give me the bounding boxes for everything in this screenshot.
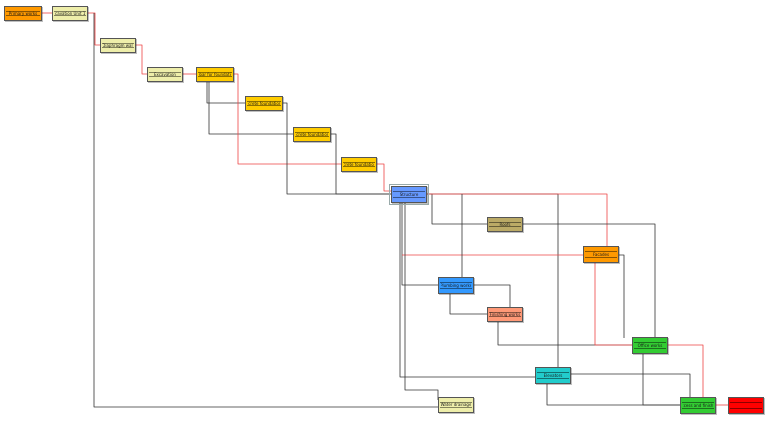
dependency-link[interactable] xyxy=(234,73,341,165)
task-node-finishing-works[interactable]: Finishing works xyxy=(487,307,523,322)
task-label: Roofs xyxy=(499,222,511,227)
task-label: Facades xyxy=(592,251,610,257)
dependency-link[interactable] xyxy=(404,203,439,400)
task-node-primary-works[interactable]: Primary works xyxy=(4,6,42,21)
task-node-excavation[interactable]: Excavation xyxy=(147,67,183,82)
dependency-link[interactable] xyxy=(283,102,391,195)
dependency-link[interactable] xyxy=(377,163,391,192)
dependency-link[interactable] xyxy=(642,354,680,406)
dependency-link[interactable] xyxy=(399,203,535,378)
dependency-link[interactable] xyxy=(619,254,625,338)
dependency-link[interactable] xyxy=(497,322,632,346)
task-node-end-milestone[interactable] xyxy=(728,397,764,414)
task-label: Diaphragm wall xyxy=(103,43,133,48)
task-node-water-drainage[interactable]: Water drainage xyxy=(438,397,474,413)
task-node-success-finishing[interactable]: Success and finishing xyxy=(680,397,716,414)
task-label: Concrete foundation P2 xyxy=(296,132,328,137)
task-label: Water drainage xyxy=(441,402,471,407)
task-label: Success and finishing xyxy=(683,402,713,408)
task-node-excavation-unit[interactable]: Excavation Unit 1 & xyxy=(52,6,88,21)
task-label: Concrete foundation P1 xyxy=(248,101,280,106)
dependency-link[interactable] xyxy=(523,223,656,337)
task-label: Excavation xyxy=(154,72,176,77)
dependency-link[interactable] xyxy=(401,203,438,286)
task-label: Primary works xyxy=(8,11,38,16)
dependency-link[interactable] xyxy=(594,263,632,346)
task-label: Concrete foundation P3 xyxy=(344,162,374,167)
dependency-link[interactable] xyxy=(546,384,680,406)
task-node-diaphragm-wall[interactable]: Diaphragm wall xyxy=(100,38,136,53)
dependency-link[interactable] xyxy=(571,373,691,397)
dependency-link[interactable] xyxy=(206,82,245,104)
task-node-facades[interactable]: Facades xyxy=(583,246,619,263)
dependency-link[interactable] xyxy=(136,44,147,75)
task-node-roofs[interactable]: Roofs xyxy=(487,217,523,232)
dependency-link[interactable] xyxy=(449,294,487,315)
dependency-link[interactable] xyxy=(88,12,100,46)
task-node-rebar-foundation[interactable]: Rebar for foundation xyxy=(196,67,234,82)
dependency-link[interactable] xyxy=(474,284,511,307)
dependency-link[interactable] xyxy=(331,133,391,195)
task-node-concrete-foundation-p1[interactable]: Concrete foundation P1 xyxy=(245,96,283,111)
task-node-office-works[interactable]: Office works xyxy=(632,337,668,354)
task-label: Office works xyxy=(637,342,663,348)
task-label: Plumbing works xyxy=(441,282,471,288)
task-label: Finishing works xyxy=(490,312,520,317)
task-label: Structure xyxy=(399,191,419,197)
task-node-structure[interactable]: Structure xyxy=(389,184,429,205)
dependency-link[interactable] xyxy=(93,13,438,408)
task-node-elevators[interactable]: Elevators xyxy=(535,367,571,384)
dependency-link[interactable] xyxy=(668,344,704,397)
task-node-concrete-foundation-p2[interactable]: Concrete foundation P2 xyxy=(293,127,331,142)
task-node-concrete-foundation-p3[interactable]: Concrete foundation P3 xyxy=(341,157,377,172)
task-node-plumbing-works[interactable]: Plumbing works xyxy=(438,277,474,294)
task-label: Rebar for foundation xyxy=(199,72,231,77)
task-label: Elevators xyxy=(543,372,563,378)
dependency-link[interactable] xyxy=(427,193,608,246)
task-label: Excavation Unit 1 & xyxy=(55,11,85,16)
dependency-link[interactable] xyxy=(427,193,487,225)
dependency-link[interactable] xyxy=(208,82,293,135)
